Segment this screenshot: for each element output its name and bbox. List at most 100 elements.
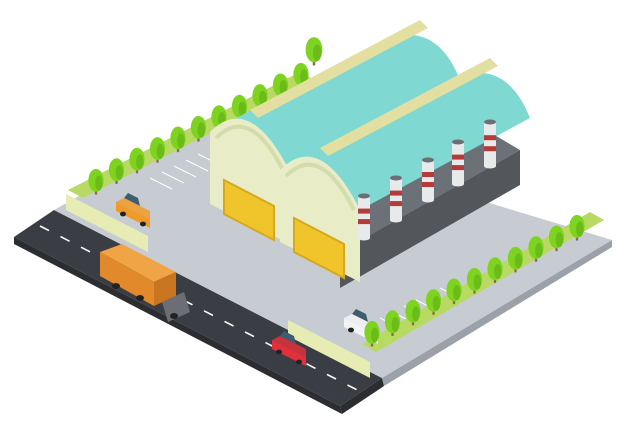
tree-shade [312,44,322,62]
truck-cab [162,292,190,322]
tree-shade [535,242,543,258]
truck-wheel [136,295,144,301]
chimney-base [422,197,434,203]
factory-hall-left [210,20,460,244]
lane-mark [203,310,214,317]
lane-mark [244,331,255,338]
tree-icon [405,299,421,326]
truck-cargo-top [100,244,176,282]
car-body [272,340,306,366]
lane-mark [60,235,70,242]
tree-icon [108,158,125,184]
tree-shade [115,164,124,181]
chimney-stripe [390,201,402,207]
tree-shade [453,285,461,301]
tree-shade [514,253,523,269]
roof-band [250,20,428,118]
road-edge-left [14,237,342,414]
chimney-icon [452,139,464,187]
tree-shade [432,295,441,311]
tree-icon [364,320,380,347]
chimney-stripe [358,219,370,225]
tree-shade [391,316,400,333]
tree-icon [466,267,483,294]
chimney-icon [484,119,496,169]
chimney-base [452,181,464,187]
tree-shade [555,232,564,248]
parking-line [185,159,209,172]
parking-line [149,177,173,190]
chimney-body [390,178,402,220]
car-wheel [140,221,146,227]
tree-icon [569,214,585,241]
wall-arch-trim [284,162,356,211]
car-icon [116,193,150,228]
tree-icon [446,278,462,305]
fences [66,194,370,378]
tree-shade [136,154,144,170]
tree-shade [412,306,420,322]
chimney-base [358,235,370,241]
chimney-base [390,217,402,223]
fence-left [66,194,148,252]
tree-icon [548,225,565,252]
wall-arch-trim [214,124,286,173]
chimney-top [390,175,402,181]
tree-icon [129,147,145,174]
tree-shade [576,221,584,237]
chimney-stripe [422,182,434,187]
truck-icon [100,244,190,322]
chimney-icon [358,193,370,241]
tree-shade [197,122,206,138]
tree-row-back [88,37,323,195]
car-icon [272,331,306,366]
chimney-stripe [452,165,464,171]
lane-mark [326,373,337,380]
fence-right [288,320,370,378]
lane-mark [224,320,234,327]
chimney-stripe [484,146,496,152]
tree-shade [473,274,482,290]
hall-door [223,178,275,242]
chimney-body [452,142,464,184]
chimney-body [484,122,496,166]
tree-icon [507,246,524,273]
hall-roof [210,34,460,172]
factory-building [210,20,530,282]
tree-shade [177,133,185,149]
car-window [280,331,296,344]
truck-cargo-side [100,252,154,306]
tree-icon [528,236,544,262]
truck-cargo-front [154,272,176,306]
tree-icon [487,257,503,283]
tree-icon [88,168,104,195]
chimney-stripe [390,190,402,196]
tree-icon [425,289,442,315]
tree-shade [156,143,165,159]
lane-mark [347,384,357,391]
parking-line [173,165,197,178]
hall-roof [280,72,530,210]
truck-wheel [170,313,178,319]
plinth-front [340,150,520,288]
truck-wheel [112,283,120,289]
chimney-icon [422,157,434,203]
chimney-top [452,139,464,145]
chimney-top [484,119,496,125]
tree-icon [252,84,268,110]
tree-shade [95,175,103,191]
tree-icon [305,37,323,66]
car-wheel [120,211,126,217]
chimney-stripe [358,208,370,214]
chimney-base [484,163,496,169]
tree-icon [149,137,166,163]
car-window [352,309,368,322]
tree-icon [170,126,186,153]
car-window [124,193,140,206]
lot-edge [382,240,612,386]
car-top [116,198,150,219]
roof-band [320,58,498,156]
factory-hall-right [280,58,530,282]
car-wheel [348,327,354,333]
